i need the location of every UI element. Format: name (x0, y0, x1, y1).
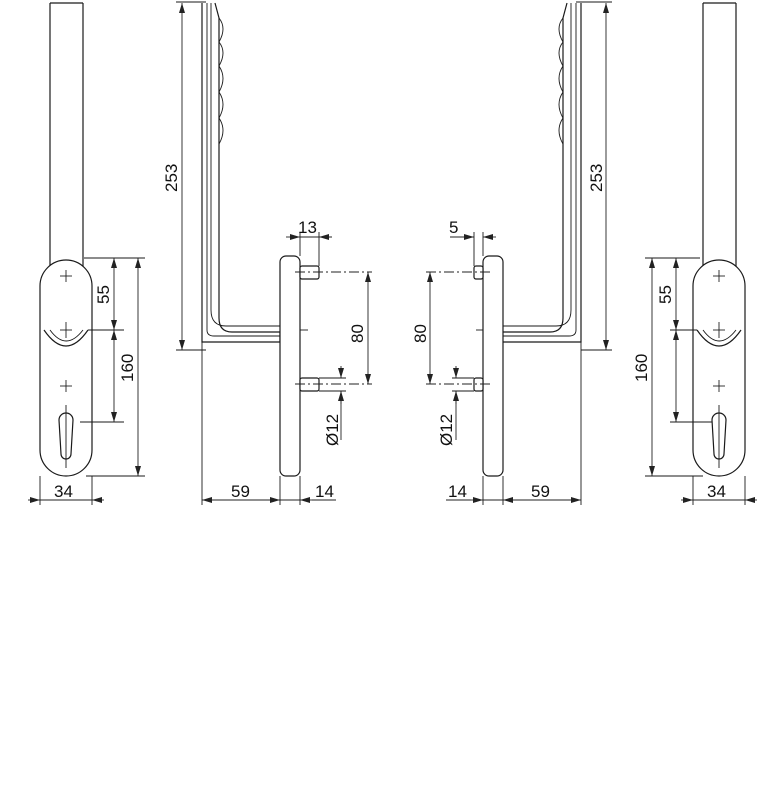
dim-spindle-hole-right: 55 (656, 285, 675, 304)
side-view-left: 253 13 80 Ø12 59 14 (162, 1, 372, 505)
dim-pin-diameter-right: Ø12 (437, 414, 456, 446)
side-view-right: 5 80 Ø12 253 14 59 (411, 1, 612, 505)
dim-pin-offset-left: 13 (298, 218, 317, 237)
dim-plate-width-right: 34 (707, 482, 726, 501)
dim-projection-right: 59 (531, 482, 550, 501)
dim-pin-spacing-right: 80 (411, 324, 430, 343)
dim-handle-height-right: 253 (587, 164, 606, 192)
front-view-right: 34 55 160 (632, 2, 757, 505)
dim-pin-offset-right: 5 (449, 218, 458, 237)
dim-projection-left: 59 (231, 482, 250, 501)
dim-rose-thickness-right: 14 (448, 482, 467, 501)
dim-handle-height-left: 253 (162, 164, 181, 192)
dim-rose-thickness-left: 14 (315, 482, 334, 501)
dim-spindle-hole-left: 55 (94, 285, 113, 304)
dim-plate-width-left: 34 (54, 482, 73, 501)
front-view-left: 34 55 160 (28, 2, 145, 505)
dim-plate-height-right: 160 (632, 354, 651, 382)
dim-pin-spacing-left: 80 (348, 324, 367, 343)
dim-pin-diameter-left: Ø12 (323, 414, 342, 446)
dim-plate-height-left: 160 (118, 354, 137, 382)
